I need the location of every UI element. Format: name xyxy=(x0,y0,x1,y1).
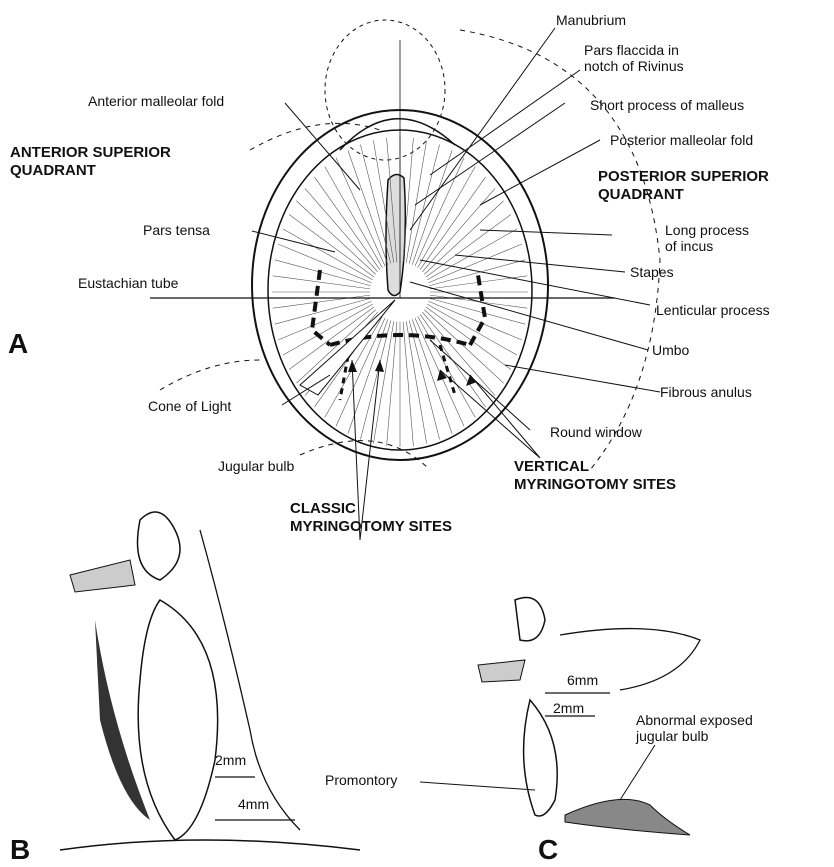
label-long-process-incus: Long process of incus xyxy=(665,222,749,254)
fibre-line xyxy=(273,276,370,289)
membrane-c xyxy=(524,700,558,816)
label-short-process: Short process of malleus xyxy=(590,97,744,113)
label-round-window: Round window xyxy=(550,424,642,440)
arrowheads xyxy=(348,360,477,386)
fibre-line xyxy=(289,215,374,278)
fibre-line xyxy=(314,177,380,270)
membrane-b xyxy=(138,600,217,840)
fibre-line xyxy=(403,322,413,446)
label-cone-of-light: Cone of Light xyxy=(148,398,231,414)
fibre-line xyxy=(387,322,397,446)
label-classic-myringotomy-sites: CLASSIC MYRINGOTOMY SITES xyxy=(290,500,452,536)
promontory-b xyxy=(200,530,300,830)
panel-c-dim-upper: 6mm xyxy=(567,672,598,688)
fibre-line xyxy=(427,229,517,280)
dashed-arc-left xyxy=(160,360,260,390)
label-anterior-malleolar-fold: Anterior malleolar fold xyxy=(88,93,224,109)
jugular-bulb-c xyxy=(565,799,690,835)
dashed-outline-right xyxy=(460,30,660,470)
promontory-leader xyxy=(420,782,535,790)
panel-label-b: B xyxy=(10,836,30,864)
label-abnormal-jugular-bulb: Abnormal exposed jugular bulb xyxy=(636,712,753,744)
label-posterior-superior-quadrant: POSTERIOR SUPERIOR QUADRANT xyxy=(598,168,769,204)
instrument-b xyxy=(70,560,135,592)
panel-b-dim-lower: 4mm xyxy=(238,796,269,812)
label-umbo: Umbo xyxy=(652,342,689,358)
fibre-line xyxy=(429,301,522,340)
label-eustachian-tube: Eustachian tube xyxy=(78,275,178,291)
fibre-line xyxy=(418,167,476,268)
floor-b xyxy=(60,840,360,850)
fibre-line xyxy=(296,201,375,274)
label-fibrous-anulus: Fibrous anulus xyxy=(660,384,752,400)
fibre-line xyxy=(283,304,373,355)
fibre-line xyxy=(420,177,486,270)
panel-b-dim-upper: 2mm xyxy=(215,752,246,768)
dashed-outline-top xyxy=(325,20,445,160)
fibre-line xyxy=(426,307,511,370)
label-pars-tensa: Pars tensa xyxy=(143,222,210,238)
panel-c-dim-lower: 2mm xyxy=(553,700,584,716)
instrument-c xyxy=(478,660,525,682)
fibre-line xyxy=(412,150,452,264)
label-promontory: Promontory xyxy=(325,772,397,788)
vertical-site-right xyxy=(440,345,455,395)
ossicle-b xyxy=(138,512,181,580)
panel-label-c: C xyxy=(538,836,558,864)
panel-b-drawing xyxy=(60,512,360,850)
fibre-line xyxy=(373,321,393,443)
label-vertical-myringotomy-sites: VERTICAL MYRINGOTOMY SITES xyxy=(514,458,676,494)
label-posterior-malleolar-fold: Posterior malleolar fold xyxy=(610,132,753,148)
fibre-line xyxy=(273,295,370,308)
fibre-line xyxy=(348,150,388,264)
ossicle-c xyxy=(515,598,545,641)
label-jugular-bulb: Jugular bulb xyxy=(218,458,294,474)
label-manubrium: Manubrium xyxy=(556,12,626,28)
fibre-line xyxy=(283,229,373,280)
label-anterior-superior-quadrant: ANTERIOR SUPERIOR QUADRANT xyxy=(10,144,171,180)
fibre-line xyxy=(406,321,426,443)
fibre-line xyxy=(406,140,426,262)
label-lenticular-process: Lenticular process xyxy=(656,302,770,318)
cone-of-light-shape xyxy=(300,300,395,395)
label-pars-flaccida: Pars flaccida in notch of Rivinus xyxy=(584,42,684,74)
abnormal-bulb-leader xyxy=(620,745,655,800)
fibre-line xyxy=(426,215,511,278)
label-stapes: Stapes xyxy=(630,264,674,280)
fibre-line xyxy=(424,310,503,383)
canal-wall-b xyxy=(95,620,150,820)
panel-label-a: A xyxy=(8,330,28,358)
